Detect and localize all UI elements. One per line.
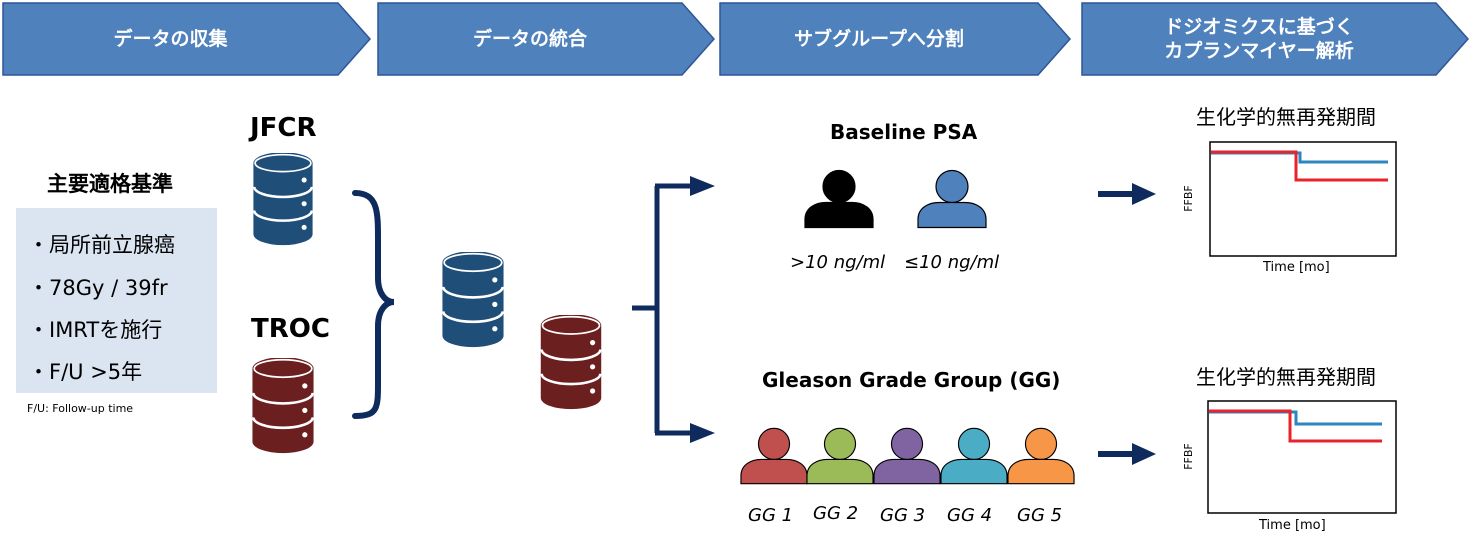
km-top-xlabel: Time [mo] <box>1263 260 1330 275</box>
person-psa-low-icon <box>917 169 987 229</box>
gg-label-1: GG 1 <box>748 505 794 526</box>
criteria-footnote: F/U: Follow-up time <box>27 402 134 415</box>
gg-label-5: GG 5 <box>1017 505 1063 526</box>
psa-title: Baseline PSA <box>830 120 978 144</box>
person-gg5-icon <box>1007 427 1075 485</box>
gg-label-3: GG 3 <box>880 505 926 526</box>
database-merged-red-icon <box>539 315 603 410</box>
split-arrows <box>632 183 695 436</box>
database-jfcr-icon <box>251 153 315 246</box>
step-banner-2 <box>377 2 716 76</box>
km-top-red-curve <box>1211 150 1388 182</box>
step-label-1: データの収集 <box>113 28 228 50</box>
step-banners <box>2 2 1470 76</box>
criteria-item: ・局所前立腺癌 <box>28 233 175 257</box>
km-top-ylabel: FFBF <box>1181 185 1195 212</box>
psa-label-high: >10 ng/ml <box>790 252 886 273</box>
arrow-to-psa <box>690 176 715 196</box>
step-label-3: サブグループへ分割 <box>794 28 964 50</box>
km-bottom-ylabel: FFBF <box>1181 443 1195 470</box>
gg-title: Gleason Grade Group (GG) <box>762 368 1061 392</box>
step-banner-4 <box>1081 2 1470 76</box>
merge-brace <box>352 190 395 419</box>
source-label-troc: TROC <box>251 314 330 344</box>
criteria-item: ・IMRTを施行 <box>28 318 163 342</box>
source-label-jfcr: JFCR <box>250 113 317 143</box>
criteria-box: ・局所前立腺癌 ・78Gy / 39fr ・IMRTを施行 ・F/U >5年 <box>16 208 217 393</box>
database-troc-icon <box>250 358 316 454</box>
criteria-title: 主要適格基準 <box>47 172 173 196</box>
gg-label-4: GG 4 <box>947 505 993 526</box>
person-gg1-icon <box>740 427 808 485</box>
arrow-to-km-bottom <box>1098 443 1156 465</box>
km-plot-bottom <box>1207 400 1397 514</box>
km-top-title: 生化学的無再発期間 <box>1196 105 1376 129</box>
km-bottom-red-curve <box>1209 409 1382 443</box>
step-banner-3 <box>719 2 1072 76</box>
arrow-to-km-top <box>1098 183 1156 205</box>
step-banner-1 <box>2 2 372 76</box>
km-bottom-title: 生化学的無再発期間 <box>1196 365 1376 389</box>
km-plot-top <box>1209 141 1397 257</box>
person-psa-high-icon <box>804 169 874 229</box>
person-gg2-icon <box>806 427 874 485</box>
step-label-2: データの統合 <box>472 28 587 50</box>
database-merged-blue-icon <box>440 252 506 348</box>
psa-label-low: ≤10 ng/ml <box>904 252 1000 273</box>
step-label-4-line1: ドジオミクスに基づく <box>1164 16 1354 38</box>
gg-label-2: GG 2 <box>813 503 859 524</box>
criteria-item: ・78Gy / 39fr <box>28 276 168 300</box>
step-label-4: ドジオミクスに基づく カプランマイヤー解析 <box>1082 3 1436 75</box>
person-gg3-icon <box>873 427 941 485</box>
km-bottom-xlabel: Time [mo] <box>1259 518 1326 533</box>
person-gg4-icon <box>940 427 1008 485</box>
criteria-item: ・F/U >5年 <box>28 360 143 384</box>
arrow-to-gg <box>690 423 715 443</box>
step-label-4-line2: カプランマイヤー解析 <box>1164 40 1354 62</box>
